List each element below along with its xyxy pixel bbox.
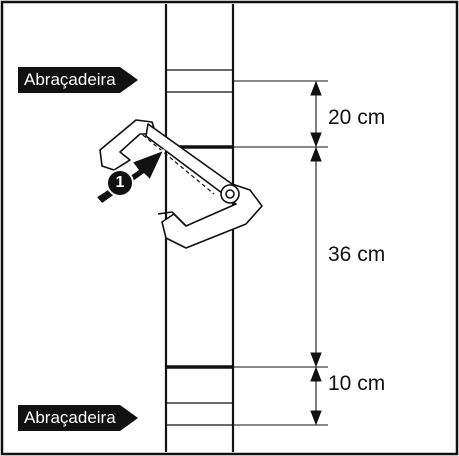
bottom-clamp-band <box>166 402 233 426</box>
top-clamp-label: Abraçadeira <box>18 67 138 93</box>
step-marker-badge: 1 <box>108 171 132 195</box>
bottom-clamp-label-pointer <box>119 405 138 431</box>
dimension-line-bottom <box>310 366 322 426</box>
bottom-clamp-label: Abraçadeira <box>18 405 138 431</box>
dimension-line-middle <box>310 146 322 368</box>
bottom-clamp-label-text: Abraçadeira <box>18 405 120 431</box>
dimension-top-text: 20 cm <box>328 106 386 129</box>
dimension-bottom-text: 10 cm <box>328 372 386 395</box>
clamp-tool-icon <box>99 119 263 249</box>
dimension-line-top <box>310 80 322 148</box>
extension-lines <box>233 80 328 426</box>
dimension-middle-text: 36 cm <box>328 243 386 266</box>
top-clamp-label-text: Abraçadeira <box>18 67 120 93</box>
top-clamp-band <box>166 69 233 93</box>
top-clamp-label-pointer <box>119 67 138 93</box>
